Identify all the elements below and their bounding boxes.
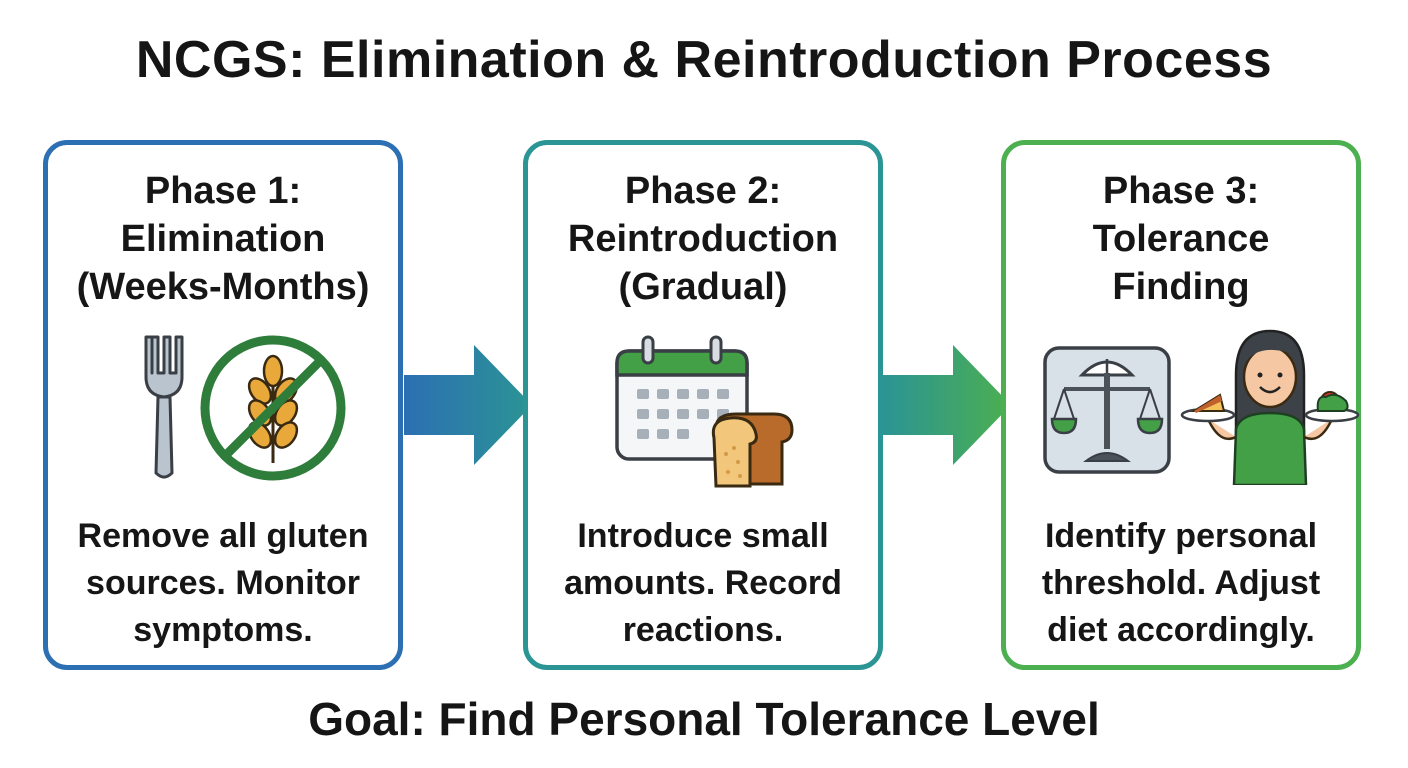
arrow-2-icon [883,345,1011,465]
phase-3-title-line: Phase 3: [1102,170,1260,212]
phase-2-card: Phase 2: Reintroduction (Gradual) [523,140,883,670]
phase-1-title: Phase 1: Elimination (Weeks-Months) [48,167,398,311]
no-gluten-wheat-icon [200,335,346,481]
phase-2-title-line: Phase 2: [624,170,782,212]
phase-2-description: Introduce small amounts. Record reaction… [538,513,868,654]
phase-2-title-line: (Gradual) [618,266,788,308]
phase-1-title-line: Elimination [120,218,326,260]
phase-1-title-line: (Weeks-Months) [76,266,370,308]
phase-3-title: Phase 3: Tolerance Finding [1006,167,1356,311]
phase-1-desc-line: sources. Monitor [86,564,360,602]
phase-2-desc-line: reactions. [622,611,784,649]
phase-3-desc-line: threshold. Adjust [1041,564,1321,602]
phase-3-desc-line: Identify personal [1044,517,1318,555]
phase-3-title-line: Tolerance [1092,218,1270,260]
phase-2-title-line: Reintroduction [567,218,839,260]
phase-1-description: Remove all gluten sources. Monitor sympt… [58,513,388,654]
phase-3-card: Phase 3: Tolerance Finding [1001,140,1361,670]
arrow-1-icon [404,345,532,465]
phase-2-title: Phase 2: Reintroduction (Gradual) [528,167,878,311]
phase-1-icons [48,325,398,490]
phase-2-icons [528,325,878,490]
balance-scale-icon [1043,346,1171,474]
phase-3-desc-line: diet accordingly. [1047,611,1315,649]
phase-1-desc-line: symptoms. [133,611,313,649]
bread-icon [711,412,794,488]
phase-2-desc-line: amounts. Record [564,564,842,602]
phase-1-desc-line: Remove all gluten [77,517,369,555]
phase-3-description: Identify personal threshold. Adjust diet… [1016,513,1346,654]
phase-2-desc-line: Introduce small [577,517,829,555]
person-with-food-icon [1180,329,1360,485]
fork-icon [144,335,184,479]
phase-1-card: Phase 1: Elimination (Weeks-Months) [43,140,403,670]
phase-1-title-line: Phase 1: [144,170,302,212]
phase-3-title-line: Finding [1112,266,1250,308]
page-title: NCGS: Elimination & Reintroduction Proce… [135,31,1273,89]
goal-caption: Goal: Find Personal Tolerance Level [308,693,1100,745]
phase-3-icons [1006,325,1360,490]
